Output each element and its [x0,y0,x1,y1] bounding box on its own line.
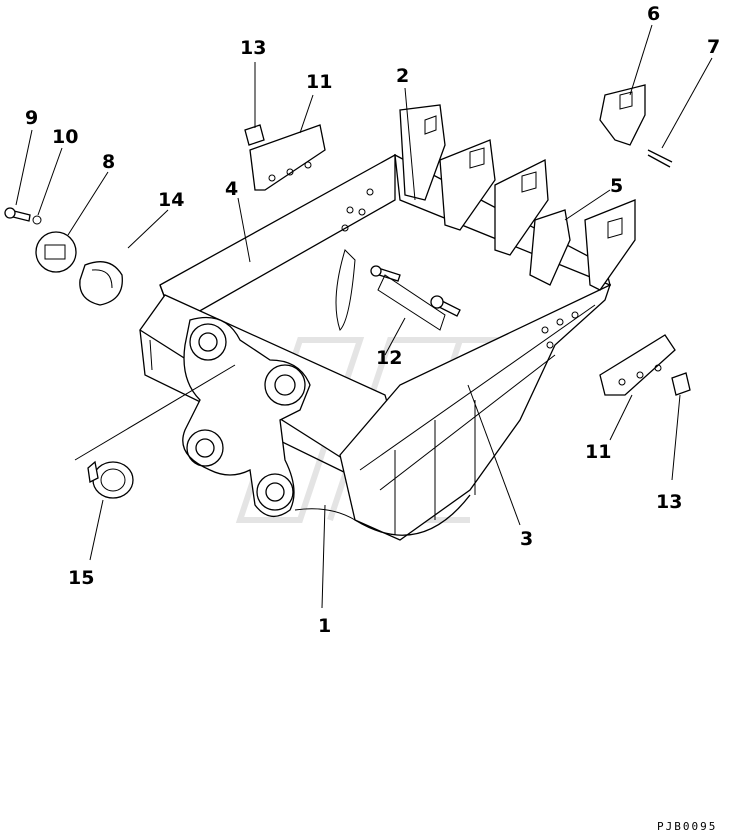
callout-6: 6 [647,3,660,25]
pin-bosses [182,316,356,521]
callout-3: 3 [520,528,533,550]
leader-lines [15,24,713,609]
callout-14: 14 [158,189,184,211]
tooth-and-pin-detail [599,84,673,168]
callout-2: 2 [396,65,409,87]
callout-labels: 1 2 3 4 5 6 7 8 9 10 11 11 12 13 13 14 1… [25,3,720,637]
callout-11-left: 11 [306,71,332,93]
bolts [370,265,461,331]
callout-13-left: 13 [240,37,266,59]
side-shroud-right [599,334,676,396]
callout-12: 12 [376,347,402,369]
callout-4: 4 [225,178,238,200]
callout-1: 1 [318,615,331,637]
callout-9: 9 [25,107,38,129]
reference-code: PJB0095 [657,820,717,833]
callout-15: 15 [68,567,94,589]
callout-13-right: 13 [656,491,682,513]
callout-10: 10 [52,126,78,148]
side-hardware [4,207,123,306]
callout-11-right: 11 [585,441,611,463]
callout-8: 8 [102,151,115,173]
plug [87,460,134,499]
teeth [399,104,636,291]
callout-5: 5 [610,175,623,197]
nut-right [671,372,691,396]
side-shroud-left [249,124,326,191]
callout-7: 7 [707,36,720,58]
